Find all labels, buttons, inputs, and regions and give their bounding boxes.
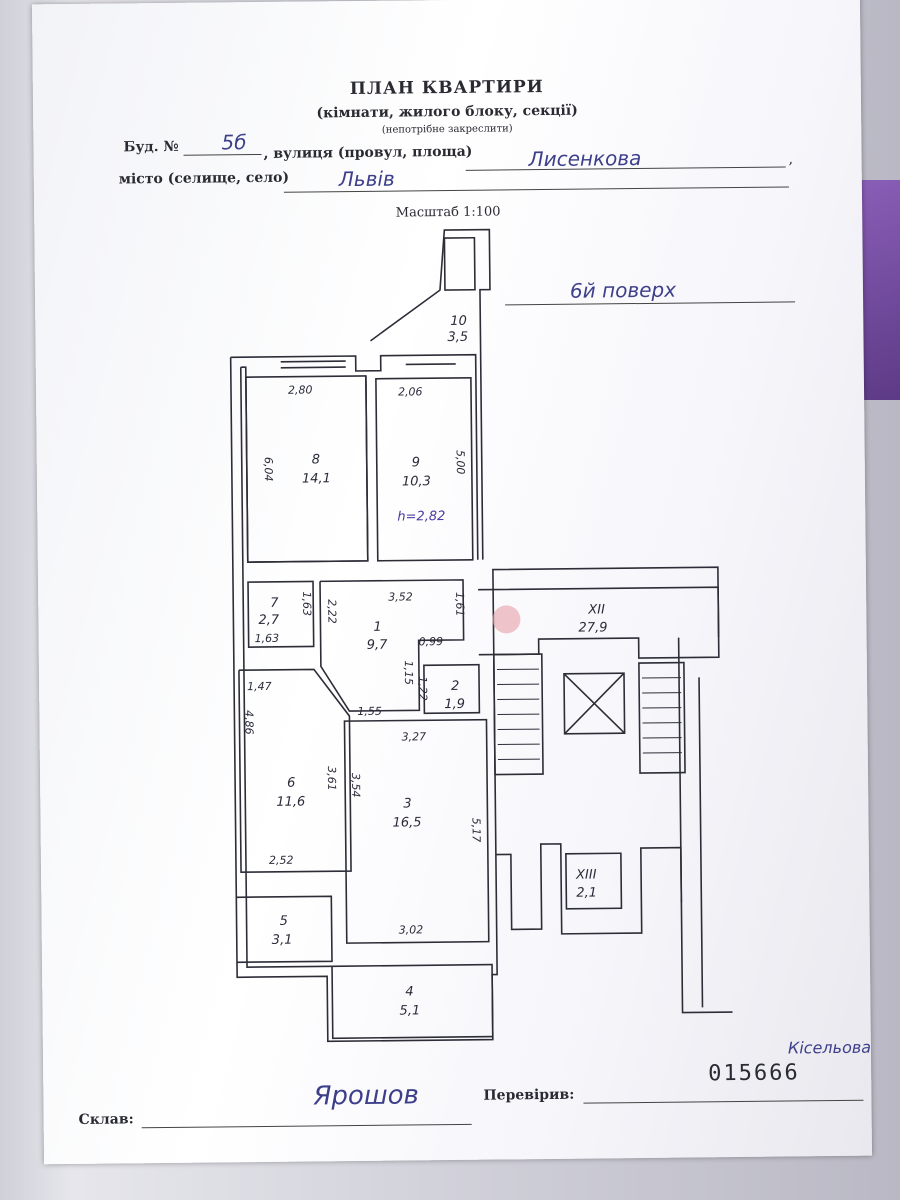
- room-4-outline: [331, 963, 494, 1040]
- red-dot-mark: [492, 605, 521, 634]
- stair-right: [638, 661, 686, 774]
- room-4-num: 4: [405, 984, 413, 999]
- room-5-area: 3,1: [272, 933, 293, 948]
- dim-room-8-length: 6,04: [262, 457, 275, 482]
- wall-outer-inner: [239, 367, 333, 968]
- room-4-area: 5,1: [399, 1003, 420, 1018]
- compiled-signature: Ярошов: [313, 1080, 420, 1112]
- dim-room-7-width: 1,63: [255, 632, 280, 645]
- room-1-outline: [319, 579, 465, 712]
- room-3-num: 3: [403, 796, 411, 811]
- room-6-num: 6: [287, 776, 295, 791]
- dim-room-6-top: 1,47: [247, 680, 272, 693]
- dim-room-7-length: 1,63: [300, 591, 313, 616]
- room-7-area: 2,7: [258, 613, 280, 628]
- room-2-outline: [423, 663, 481, 715]
- dim-corridor-width: 3,52: [388, 590, 413, 603]
- dim-room-9-length: 5,00: [454, 450, 467, 475]
- dim-room-2-side-b: 1,22: [416, 676, 429, 701]
- room-1-area: 9,7: [367, 638, 389, 653]
- stair-left: [492, 653, 544, 776]
- document-number: 015666: [708, 1060, 800, 1087]
- room-10-num: 10: [450, 314, 467, 329]
- checked-signature: Кісельова: [787, 1037, 872, 1058]
- room-2-area: 1,9: [444, 697, 465, 712]
- dim-room-6-bottom: 2,52: [269, 854, 294, 867]
- window-8b: [280, 366, 346, 369]
- room-9-outline: [375, 376, 474, 562]
- dim-room-3-width: 3,27: [402, 730, 427, 743]
- elevator-cross-b: [564, 672, 625, 735]
- room-3-outline: [343, 718, 490, 944]
- room-XII-area: 27,9: [578, 620, 607, 635]
- wall-top: [230, 353, 479, 560]
- dim-room-9-width: 2,06: [398, 385, 423, 398]
- room-10-outline: [443, 236, 476, 291]
- elevator-shaft: [563, 672, 626, 735]
- checked-label: Перевірив:: [483, 1086, 575, 1104]
- dim-room-3-bottom: 3,02: [399, 923, 424, 936]
- dim-room-6-inner: 3,61: [325, 766, 338, 791]
- dim-corridor-depth: 1,61: [453, 592, 466, 617]
- dim-hall-1: 1,55: [357, 705, 382, 718]
- room-XIII-num: XIII: [575, 868, 597, 883]
- room-3-area: 16,5: [392, 815, 421, 830]
- room-8-outline: [245, 375, 369, 563]
- room-XIII-area: 2,1: [576, 885, 597, 900]
- room-6-outline: [238, 668, 352, 874]
- room-7-num: 7: [270, 596, 279, 611]
- dim-room-6-length: 4,86: [242, 710, 255, 735]
- room-1-num: 1: [373, 620, 381, 635]
- stair-core-walls: [495, 843, 683, 935]
- room-XIII-outline: [565, 852, 623, 910]
- room-7-outline: [247, 580, 315, 648]
- compiled-label: Склав:: [78, 1111, 134, 1128]
- right-wall: [677, 637, 733, 1014]
- floor-plan-drawing: 10 3,5 8 14,1 9 10,3 7 2,7 1 9,7 XII 27,…: [229, 228, 733, 1043]
- window-8: [280, 360, 346, 363]
- dim-room-1-side: 2,22: [325, 599, 338, 624]
- room-XII-outline: [478, 586, 720, 659]
- room-5-num: 5: [279, 914, 287, 929]
- room-6-area: 11,6: [276, 795, 305, 810]
- dim-room-1-door: 0,99: [419, 635, 444, 648]
- height-note: h=2,82: [397, 509, 445, 525]
- room-10-area: 3,5: [447, 330, 468, 345]
- dim-room-8-width: 2,80: [288, 383, 313, 396]
- room-8-num: 8: [312, 452, 320, 467]
- room-9-num: 9: [412, 455, 420, 470]
- right-wall-outer: [698, 677, 704, 1008]
- room-9-area: 10,3: [402, 474, 431, 489]
- dim-room-3-right: 5,17: [469, 818, 482, 843]
- window-9: [405, 363, 456, 366]
- wall-room-10: [370, 228, 491, 560]
- floor-plan-sheet: ПЛАН КВАРТИРИ (кімнати, жилого блоку, се…: [31, 0, 873, 1165]
- room-5-outline: [236, 895, 333, 964]
- dim-room-3-left: 3,54: [349, 773, 362, 798]
- room-XII-num: XII: [587, 602, 605, 617]
- dim-room-2-side-a: 1,15: [402, 660, 415, 685]
- room-2-num: 2: [451, 679, 459, 694]
- room-8-area: 14,1: [302, 471, 331, 486]
